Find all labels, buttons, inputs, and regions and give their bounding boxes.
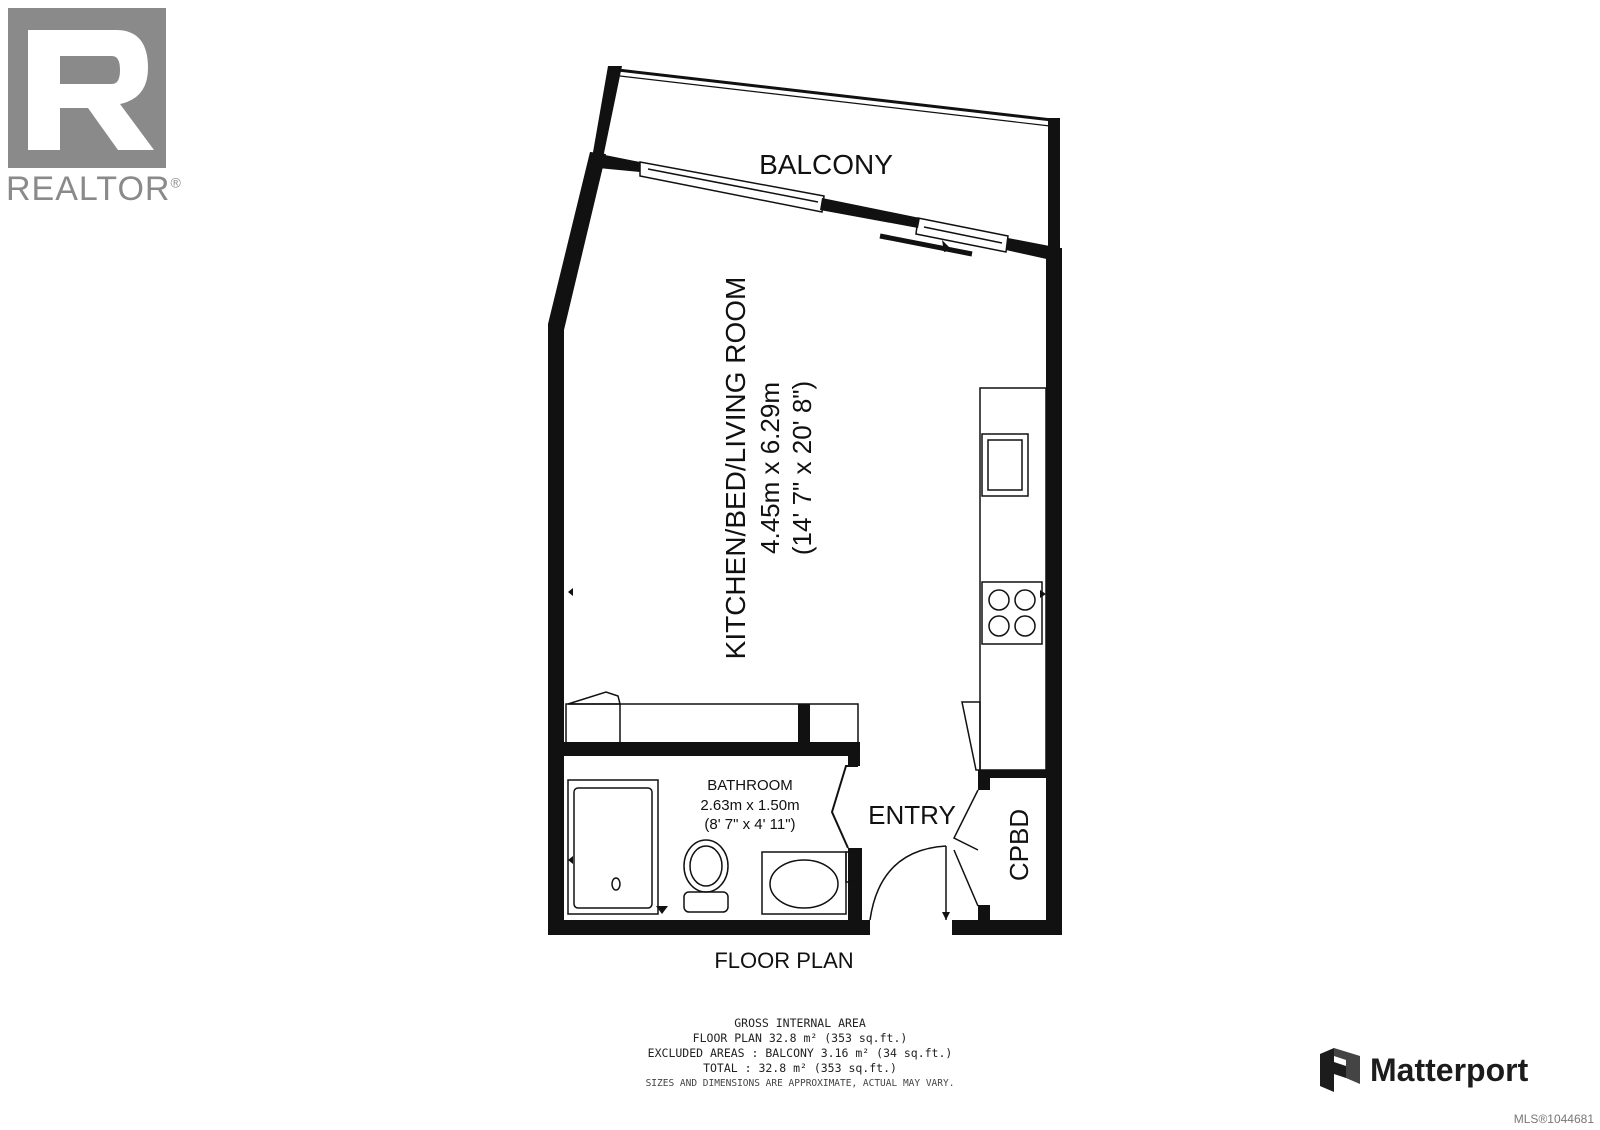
bed-platform: [565, 691, 859, 745]
window-icon: [639, 161, 1009, 253]
sliding-door: [879, 233, 973, 257]
area-disclaimer: SIZES AND DIMENSIONS ARE APPROXIMATE, AC…: [645, 1078, 955, 1089]
sink-icon: [981, 433, 1029, 497]
living-room-label: KITCHEN/BED/LIVING ROOM 4.45m x 6.29m (1…: [720, 277, 817, 660]
svg-text:BATHROOM: BATHROOM: [707, 777, 793, 794]
kitchen-counter: [961, 387, 1047, 771]
svg-text:CPBD: CPBD: [1004, 809, 1034, 881]
balcony-label: BALCONY: [759, 149, 893, 180]
svg-text:4.45m x 6.29m: 4.45m x 6.29m: [755, 382, 785, 554]
plan-title: FLOOR PLAN: [714, 948, 853, 973]
vanity-icon: [761, 851, 859, 915]
area-total: TOTAL : 32.8 m² (353 sq.ft.): [703, 1061, 897, 1075]
door-swing-icon: [952, 789, 979, 907]
entry-label: ENTRY: [868, 800, 956, 830]
area-heading: GROSS INTERNAL AREA: [734, 1016, 866, 1030]
balcony-outline: [592, 66, 1060, 248]
exterior-walls: [548, 152, 1062, 935]
svg-text:2.63m x 1.50m: 2.63m x 1.50m: [700, 797, 799, 814]
area-summary: GROSS INTERNAL AREA FLOOR PLAN 32.8 m² (…: [560, 1016, 1040, 1091]
door-swing-icon: [830, 765, 858, 849]
closet-label: CPBD: [1004, 809, 1034, 881]
bathtub-icon: [567, 779, 659, 915]
realtor-logo-icon: [8, 8, 166, 168]
svg-text:(14' 7" x 20' 8"): (14' 7" x 20' 8"): [787, 381, 817, 555]
area-floor-plan: FLOOR PLAN 32.8 m² (353 sq.ft.): [692, 1031, 908, 1045]
svg-text:KITCHEN/BED/LIVING ROOM: KITCHEN/BED/LIVING ROOM: [720, 277, 751, 660]
toilet-icon: [683, 839, 729, 913]
door-swing-icon: [869, 845, 947, 921]
cooktop-icon: [981, 581, 1043, 645]
mls-code: MLS®1044681: [1513, 1112, 1594, 1126]
area-excluded: EXCLUDED AREAS : BALCONY 3.16 m² (34 sq.…: [647, 1046, 953, 1060]
svg-text:(8' 7" x 4' 11"): (8' 7" x 4' 11"): [704, 816, 795, 833]
matterport-wordmark: Matterport: [1370, 1052, 1529, 1088]
realtor-wordmark: REALTOR®: [6, 170, 182, 208]
matterport-logo-icon: [1320, 1048, 1360, 1092]
bathroom-label: BATHROOM 2.63m x 1.50m (8' 7" x 4' 11"): [700, 777, 799, 833]
